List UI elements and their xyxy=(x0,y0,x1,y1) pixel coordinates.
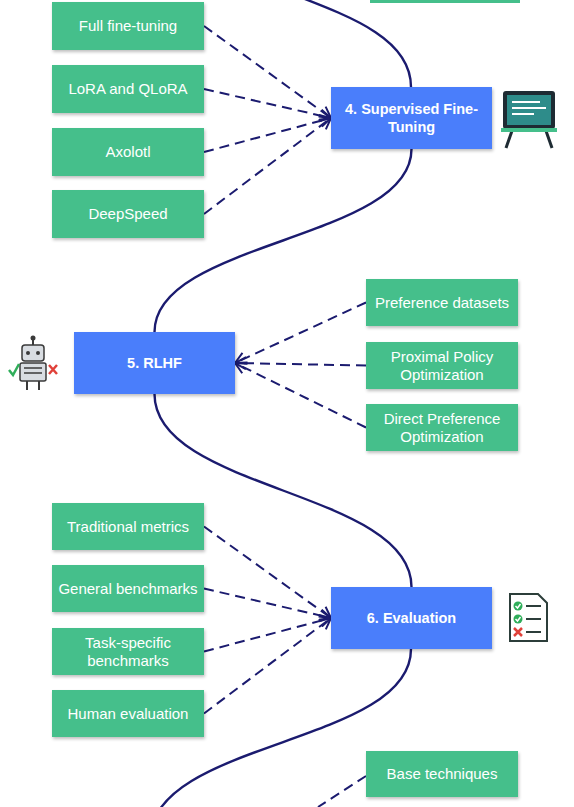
topic-box: Full fine-tuning xyxy=(52,2,204,50)
box-label: General benchmarks xyxy=(58,580,197,598)
check-dot xyxy=(514,615,523,624)
list-line xyxy=(526,618,541,620)
dashed-arrow xyxy=(204,618,331,652)
box-label: 5. RLHF xyxy=(127,354,182,372)
topic-box: Preference datasets xyxy=(366,279,518,326)
cross-mark xyxy=(514,628,522,636)
robot-eye xyxy=(36,351,40,355)
topic-box: Axolotl xyxy=(52,128,204,176)
topic-box: Proximal Policy Optimization xyxy=(366,342,518,389)
box-label: DeepSpeed xyxy=(88,205,167,223)
dashed-arrow xyxy=(204,118,331,152)
topic-box: DeepSpeed xyxy=(52,190,204,238)
box-label: Human evaluation xyxy=(68,705,189,723)
topic-box: Base techniques xyxy=(366,751,518,797)
check-mark xyxy=(516,617,521,621)
stage-box: 6. Evaluation xyxy=(331,587,492,649)
offpage-box xyxy=(370,0,520,3)
dashed-arrow xyxy=(204,527,331,619)
robot-panel xyxy=(24,372,42,374)
box-label: Preference datasets xyxy=(375,294,509,312)
checklist-icon xyxy=(510,594,547,641)
robot-icon xyxy=(9,336,57,391)
board-surface xyxy=(507,95,551,125)
list-line xyxy=(526,605,541,607)
list-line xyxy=(526,631,541,633)
topic-box: Direct Preference Optimization xyxy=(366,404,518,451)
topic-box: LoRA and QLoRA xyxy=(52,65,204,113)
dashed-arrow xyxy=(204,589,331,619)
roadmap-path xyxy=(170,0,411,87)
dashed-arrow xyxy=(204,618,331,714)
chalkboard-icon xyxy=(501,91,557,148)
box-label: Full fine-tuning xyxy=(79,17,177,35)
box-label: Axolotl xyxy=(105,143,150,161)
robot-eye xyxy=(26,351,30,355)
board-frame xyxy=(503,91,555,129)
check-mark xyxy=(9,364,19,375)
box-label: Base techniques xyxy=(387,765,498,783)
topic-box: General benchmarks xyxy=(52,565,204,612)
box-label: Traditional metrics xyxy=(67,518,189,536)
cross-mark xyxy=(49,365,57,374)
topic-box: Task-specific benchmarks xyxy=(52,628,204,675)
board-tray xyxy=(501,128,557,132)
robot-leg xyxy=(38,381,40,390)
board-line xyxy=(512,101,540,103)
dashed-arrow xyxy=(204,89,331,118)
topic-box: Traditional metrics xyxy=(52,503,204,550)
dashed-arrow xyxy=(204,26,331,118)
dashed-arrow xyxy=(235,303,366,364)
robot-leg xyxy=(26,381,28,390)
stage-box: 5. RLHF xyxy=(74,332,235,394)
box-label: Proximal Policy Optimization xyxy=(372,348,512,384)
box-label: Direct Preference Optimization xyxy=(372,410,512,446)
stage-box: 4. Supervised Fine-Tuning xyxy=(331,87,492,149)
dashed-leader xyxy=(318,776,366,807)
check-dot xyxy=(514,602,523,611)
robot-panel xyxy=(24,367,42,369)
box-label: Task-specific benchmarks xyxy=(58,634,198,670)
board-line xyxy=(512,107,546,109)
dashed-arrow xyxy=(235,363,366,366)
dashed-arrow xyxy=(235,363,366,428)
box-label: LoRA and QLoRA xyxy=(68,80,187,98)
box-label: 4. Supervised Fine-Tuning xyxy=(339,100,484,136)
board-line xyxy=(512,113,534,115)
document-outline xyxy=(510,594,547,641)
check-mark xyxy=(516,604,521,608)
topic-box: Human evaluation xyxy=(52,690,204,737)
box-label: 6. Evaluation xyxy=(367,609,456,627)
robot-body xyxy=(20,363,46,381)
robot-antenna-tip xyxy=(31,336,36,341)
robot-head xyxy=(22,345,44,361)
dashed-arrow xyxy=(204,118,331,214)
